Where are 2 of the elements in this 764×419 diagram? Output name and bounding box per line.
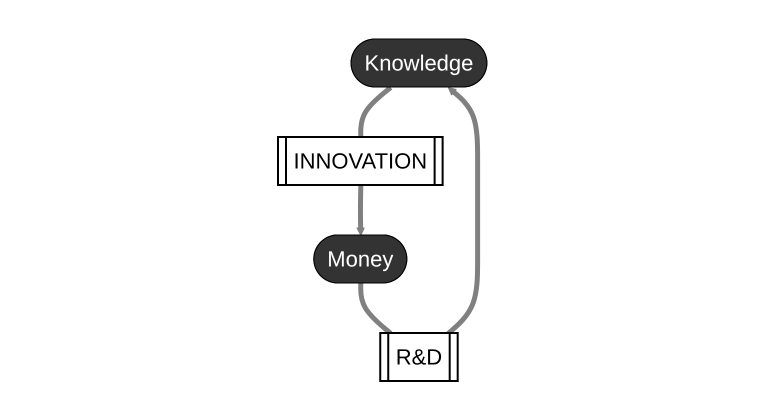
connector: [358, 85, 392, 138]
arrow: [356, 184, 365, 236]
